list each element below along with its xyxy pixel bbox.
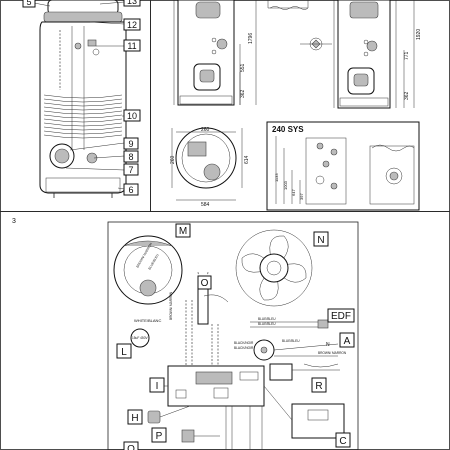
svg-text:647: 647	[291, 189, 296, 196]
svg-text:M: M	[179, 226, 187, 237]
svg-text:H: H	[131, 413, 138, 424]
svg-text:260: 260	[201, 127, 210, 133]
callout-h: H	[127, 409, 143, 425]
variant-240-sys: 240 SYS 1133 1003 647 397	[266, 121, 420, 211]
svg-text:L: L	[121, 347, 127, 358]
svg-text:13: 13	[127, 0, 137, 6]
svg-text:BLUE/BLEU: BLUE/BLEU	[282, 339, 300, 343]
callout-q: Q	[123, 441, 139, 450]
svg-text:6: 6	[128, 185, 133, 195]
svg-text:BROWN/ MARRON: BROWN/ MARRON	[318, 351, 347, 355]
svg-text:771: 771	[404, 51, 410, 60]
svg-text:5: 5	[26, 0, 31, 7]
svg-text:362: 362	[404, 91, 410, 100]
svg-text:15uF 450V: 15uF 450V	[132, 336, 148, 340]
svg-text:BLACK/NOIR: BLACK/NOIR	[234, 341, 254, 345]
svg-text:P: P	[156, 431, 163, 442]
callout-i: I	[149, 377, 165, 393]
svg-text:R: R	[315, 381, 322, 392]
svg-text:7: 7	[128, 165, 133, 175]
svg-text:362: 362	[240, 89, 246, 98]
svg-text:1796: 1796	[248, 33, 254, 44]
svg-text:O: O	[201, 278, 209, 289]
svg-text:9: 9	[128, 139, 133, 149]
callout-edf: EDF	[327, 308, 355, 323]
svg-text:240 SYS: 240 SYS	[272, 125, 304, 134]
callout-r: R	[311, 377, 327, 393]
svg-text:584: 584	[201, 202, 210, 208]
callout-m: M	[175, 223, 191, 238]
svg-text:10: 10	[127, 111, 137, 121]
callout-p: P	[151, 427, 167, 443]
svg-text:BLUE/BLEU: BLUE/BLEU	[258, 317, 276, 321]
callout-7: 7	[123, 163, 139, 176]
middle-detail	[267, 0, 332, 51]
callout-10: 10	[123, 109, 141, 122]
svg-text:1920: 1920	[416, 29, 422, 40]
svg-text:397: 397	[299, 193, 304, 200]
wiring-diagram: BROWN/ MARRON BLUE/BLEU WHITE/BLANC BROW…	[107, 221, 359, 450]
callout-c: C	[335, 432, 351, 448]
svg-text:614: 614	[244, 155, 250, 164]
svg-text:EDF: EDF	[331, 311, 351, 322]
svg-text:I: I	[156, 381, 159, 392]
elevation-left: 1796 551 362	[173, 0, 257, 106]
top-view-drawing: 260 260 614 584	[170, 127, 250, 208]
callout-l: L	[116, 343, 132, 359]
svg-text:N: N	[317, 235, 324, 246]
svg-text:C: C	[339, 436, 346, 447]
svg-text:BLACK/NOIR: BLACK/NOIR	[234, 346, 254, 350]
svg-text:BROWN/ MARRON: BROWN/ MARRON	[169, 291, 173, 320]
callout-6: 6	[123, 183, 139, 196]
svg-text:551: 551	[240, 63, 246, 72]
svg-text:BLUE/BLEU: BLUE/BLEU	[258, 322, 276, 326]
elevation-right: 771 1920 362	[333, 0, 422, 109]
water-heater-drawing	[33, 0, 127, 198]
callout-o: O	[197, 275, 212, 290]
callout-11: 11	[123, 39, 141, 52]
svg-text:260: 260	[170, 155, 176, 164]
section-number: 3	[12, 218, 16, 225]
svg-text:1003: 1003	[283, 180, 288, 190]
callout-n: N	[313, 231, 329, 247]
callout-9: 9	[123, 137, 139, 150]
callout-13: 13	[123, 0, 141, 7]
svg-text:1133: 1133	[274, 173, 279, 182]
svg-text:12: 12	[127, 20, 137, 30]
fan-n	[235, 229, 313, 307]
callout-5: 5	[22, 0, 36, 8]
svg-text:A: A	[344, 336, 351, 347]
svg-text:Q: Q	[127, 444, 135, 450]
svg-text:WHITE/BLANC: WHITE/BLANC	[134, 318, 161, 323]
panel-bottom-frame	[0, 211, 450, 450]
callout-12: 12	[123, 18, 141, 31]
callout-8: 8	[123, 150, 139, 163]
svg-text:8: 8	[128, 152, 133, 162]
svg-text:11: 11	[127, 41, 136, 51]
callout-a: A	[339, 332, 355, 348]
